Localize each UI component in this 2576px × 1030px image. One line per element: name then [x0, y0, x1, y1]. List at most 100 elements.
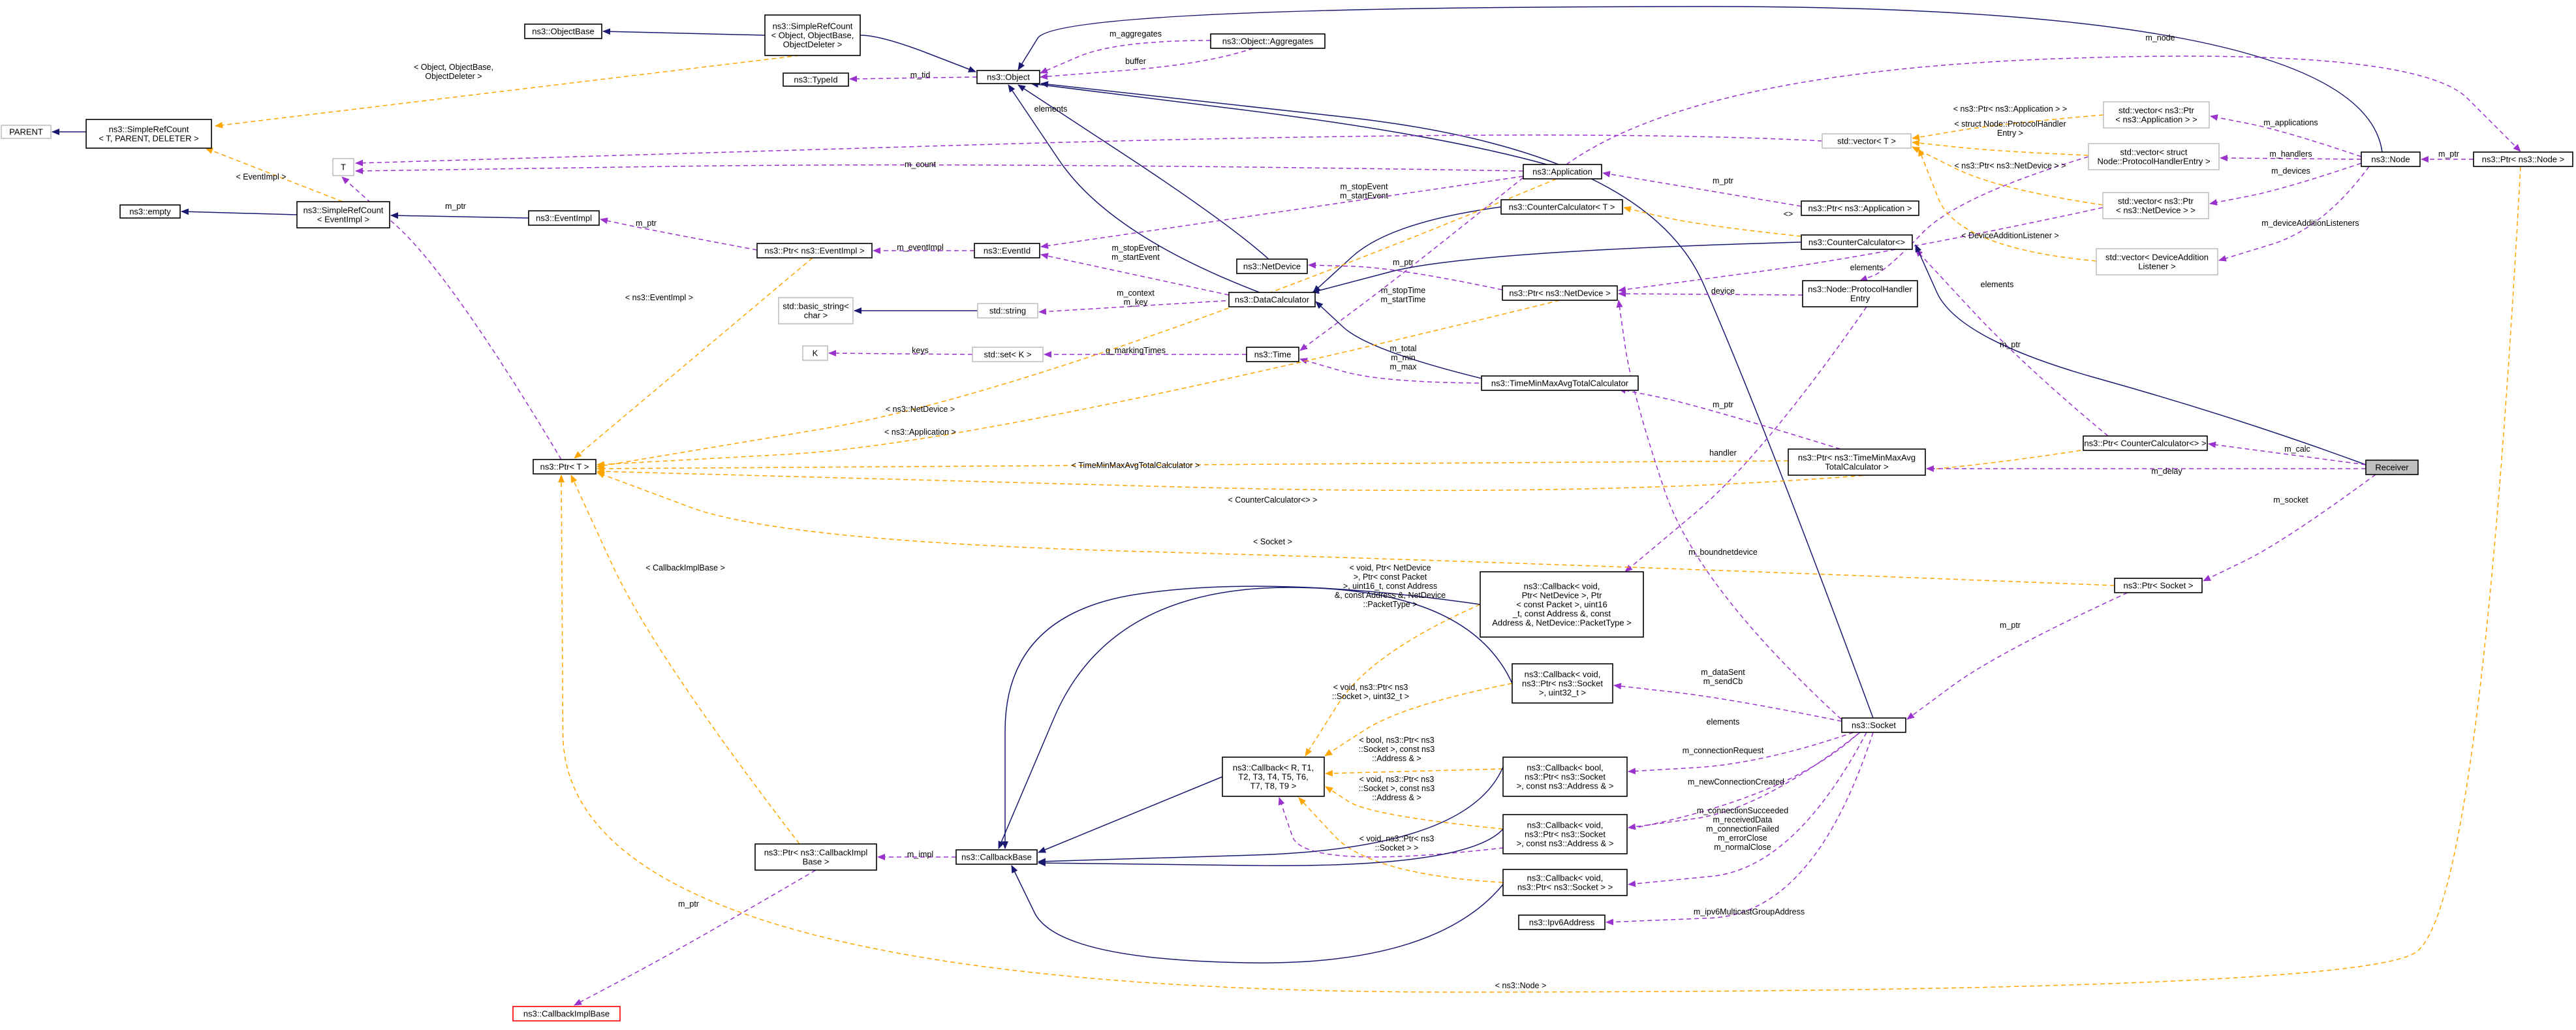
- edge-simplerefcount-ev-template-line: [205, 148, 343, 202]
- edge-callback-addr-template: [1325, 786, 1504, 830]
- class-node-typeid[interactable]: ns3::TypeId: [783, 72, 849, 87]
- class-node-box: [977, 303, 1038, 319]
- edge-stop-start-time-line: [1299, 177, 1524, 351]
- class-node-label: ns3::Callback< void,: [1524, 582, 1600, 591]
- class-node-node[interactable]: ns3::Node: [2361, 151, 2421, 167]
- edge-label-socket-tpl: < Socket >: [1253, 537, 1292, 546]
- class-node-ptr-t[interactable]: ns3::Ptr< T >: [533, 459, 597, 475]
- class-node-datacalculator[interactable]: ns3::DataCalculator: [1228, 292, 1316, 307]
- class-node-vector-t[interactable]: std::vector< T >: [1822, 133, 1912, 149]
- class-node-label: ns3::Ptr< ns3::NetDevice >: [1509, 289, 1610, 298]
- edge-tminmax-datacalculator-line: [1315, 301, 1502, 384]
- class-node-vector-dal[interactable]: std::vector< DeviceAdditionListener >: [2096, 248, 2218, 275]
- class-node-socket[interactable]: ns3::Socket: [1841, 717, 1906, 733]
- class-node-aggregates[interactable]: ns3::Object::Aggregates: [1210, 33, 1326, 49]
- class-node-countercalc[interactable]: ns3::CounterCalculator<>: [1801, 234, 1913, 250]
- class-node-t[interactable]: T: [332, 158, 354, 176]
- class-node-box: [1841, 717, 1906, 733]
- class-node-callback-bool[interactable]: ns3::Callback< bool,ns3::Ptr< ns3::Socke…: [1502, 757, 1628, 797]
- edge-simplerefcount-ev-template: [205, 148, 343, 202]
- class-node-protocolhandler[interactable]: ns3::Node::ProtocolHandlerEntry: [1802, 280, 1918, 307]
- class-node-box: [1502, 869, 1628, 896]
- edge-datasent-line: [1613, 683, 1842, 722]
- class-node-callback-nd[interactable]: ns3::Callback< void,Ptr< NetDevice >, Pt…: [1480, 571, 1644, 638]
- class-node-parent[interactable]: PARENT: [1, 125, 52, 139]
- class-node-k[interactable]: K: [802, 345, 828, 361]
- class-node-callback-sock-u32[interactable]: ns3::Callback< void,ns3::Ptr< ns3::Socke…: [1512, 663, 1613, 704]
- class-node-basic-string[interactable]: std::basic_string<char >: [778, 297, 854, 324]
- class-node-netdevice[interactable]: ns3::NetDevice: [1236, 258, 1308, 274]
- class-node-simplerefcount-obj[interactable]: ns3::SimpleRefCount< Object, ObjectBase,…: [764, 14, 861, 56]
- class-node-time[interactable]: ns3::Time: [1246, 347, 1299, 362]
- edge-simplerefcount-obj-objectbase: [602, 28, 766, 36]
- class-node-vector-ptr-nd[interactable]: std::vector< ns3::Ptr< ns3::NetDevice > …: [2102, 192, 2209, 219]
- class-node-box: [778, 297, 854, 324]
- class-node-ptr-countercalc[interactable]: ns3::Ptr< CounterCalculator<> >: [2083, 435, 2208, 451]
- class-node-eventid[interactable]: ns3::EventId: [974, 243, 1040, 258]
- edge-label-m-devices: m_devices: [2271, 166, 2310, 176]
- class-node-ptr-socket[interactable]: ns3::Ptr< Socket >: [2114, 578, 2203, 593]
- class-node-ptr-eventimpl[interactable]: ns3::Ptr< ns3::EventImpl >: [756, 243, 873, 258]
- edge-label-text: < struct Node::ProtocolHandler: [1954, 119, 2066, 129]
- class-node-label: ns3::SimpleRefCount: [303, 206, 384, 215]
- edge-m-ptr-nd-line: [1308, 262, 1503, 290]
- class-node-object[interactable]: ns3::Object: [976, 70, 1040, 84]
- class-node-label: ns3::Ptr< ns3::TimeMinMaxAvg: [1798, 453, 1916, 463]
- class-node-label: Base >: [803, 857, 830, 867]
- edge-label-text: m_newConnectionCreated: [1688, 777, 1784, 787]
- class-node-objectbase[interactable]: ns3::ObjectBase: [524, 23, 602, 39]
- class-node-box: [1523, 164, 1602, 179]
- class-node-tminmax[interactable]: ns3::TimeMinMaxAvgTotalCalculator: [1481, 375, 1639, 391]
- edge-label-simplerefcount-obj-tpl: < Object, ObjectBase,ObjectDeleter >: [414, 63, 493, 81]
- class-node-label: ns3::Ptr< T >: [540, 462, 589, 472]
- edge-label-text: m_startEvent: [1111, 253, 1160, 262]
- class-node-empty[interactable]: ns3::empty: [119, 204, 181, 219]
- edge-label-text: >, Ptr< const Packet: [1354, 572, 1427, 582]
- edge-buffer: [1040, 48, 1254, 80]
- edge-label-text: ::PacketType >: [1363, 600, 1417, 609]
- class-node-ptr-application[interactable]: ns3::Ptr< ns3::Application >: [1801, 200, 1919, 216]
- class-node-label: < T, PARENT, DELETER >: [99, 134, 198, 144]
- edge-label-text: < ns3::Ptr< ns3::NetDevice > >: [1955, 161, 2066, 170]
- class-node-simplerefcount-ev[interactable]: ns3::SimpleRefCount< EventImpl >: [296, 201, 390, 228]
- class-node-label: std::vector< struct: [2120, 148, 2188, 157]
- class-node-receiver[interactable]: Receiver: [2365, 460, 2419, 475]
- edge-m-calc-line: [2208, 441, 2367, 465]
- class-node-label: std::string: [989, 306, 1026, 316]
- class-node-callback-void-addr[interactable]: ns3::Callback< void,ns3::Ptr< ns3::Socke…: [1502, 814, 1628, 854]
- edge-m-ptr-ev: [600, 217, 758, 251]
- class-node-ptr-tminmax[interactable]: ns3::Ptr< ns3::TimeMinMaxAvgTotalCalcula…: [1788, 448, 1926, 476]
- edge-m-ptr-nd: [1308, 262, 1503, 290]
- edge-socket-template-line: [597, 472, 2115, 586]
- class-node-callbackbase[interactable]: ns3::CallbackBase: [955, 849, 1038, 865]
- class-node-ipv6address[interactable]: ns3::Ipv6Address: [1518, 914, 1606, 930]
- class-node-label: ns3::empty: [129, 207, 171, 217]
- class-node-ptr-callbackimplbase[interactable]: ns3::Ptr< ns3::CallbackImplBase >: [754, 843, 877, 871]
- class-node-eventimpl[interactable]: ns3::EventImpl: [528, 210, 600, 226]
- class-node-application[interactable]: ns3::Application: [1523, 164, 1602, 179]
- edge-label-text: m_connectionFailed: [1706, 824, 1779, 834]
- edge-label-ptr-eventimpl-tpl: < ns3::EventImpl >: [625, 293, 693, 302]
- class-node-string[interactable]: std::string: [977, 303, 1038, 319]
- edge-label-text: ObjectDeleter >: [425, 72, 482, 81]
- class-node-label: ns3::Ptr< ns3::Socket > >: [1517, 882, 1613, 892]
- class-node-label: ns3::Callback< void,: [1525, 670, 1601, 679]
- edge-callbackimplbase-template-line: [570, 475, 800, 845]
- class-node-vector-phe[interactable]: std::vector< structNode::ProtocolHandler…: [2088, 143, 2220, 170]
- class-node-box: [1801, 200, 1919, 216]
- class-node-ptr-node[interactable]: ns3::Ptr< ns3::Node >: [2473, 151, 2573, 167]
- class-node-callback-void-sock[interactable]: ns3::Callback< void,ns3::Ptr< ns3::Socke…: [1502, 869, 1628, 896]
- class-node-set-k[interactable]: std::set< K >: [972, 347, 1044, 362]
- class-node-callback-generic[interactable]: ns3::Callback< R, T1,T2, T3, T4, T5, T6,…: [1222, 757, 1325, 797]
- edge-diamond-template: [1623, 206, 1802, 237]
- class-node-box: [1210, 33, 1326, 49]
- class-node-countercalc-t[interactable]: ns3::CounterCalculator< T >: [1500, 199, 1623, 215]
- edge-label-text: m_context: [1117, 289, 1155, 298]
- class-node-ptr-netdevice[interactable]: ns3::Ptr< ns3::NetDevice >: [1502, 285, 1618, 301]
- class-node-simplerefcount-t[interactable]: ns3::SimpleRefCount< T, PARENT, DELETER …: [85, 119, 212, 149]
- class-node-callbackimplbase[interactable]: ns3::CallbackImplBase: [512, 1006, 621, 1022]
- edge-m-connectionrequest: [1628, 732, 1854, 775]
- class-node-vector-ptr-app[interactable]: std::vector< ns3::Ptr< ns3::Application …: [2103, 101, 2210, 129]
- edge-m-ptr-app: [1602, 170, 1802, 207]
